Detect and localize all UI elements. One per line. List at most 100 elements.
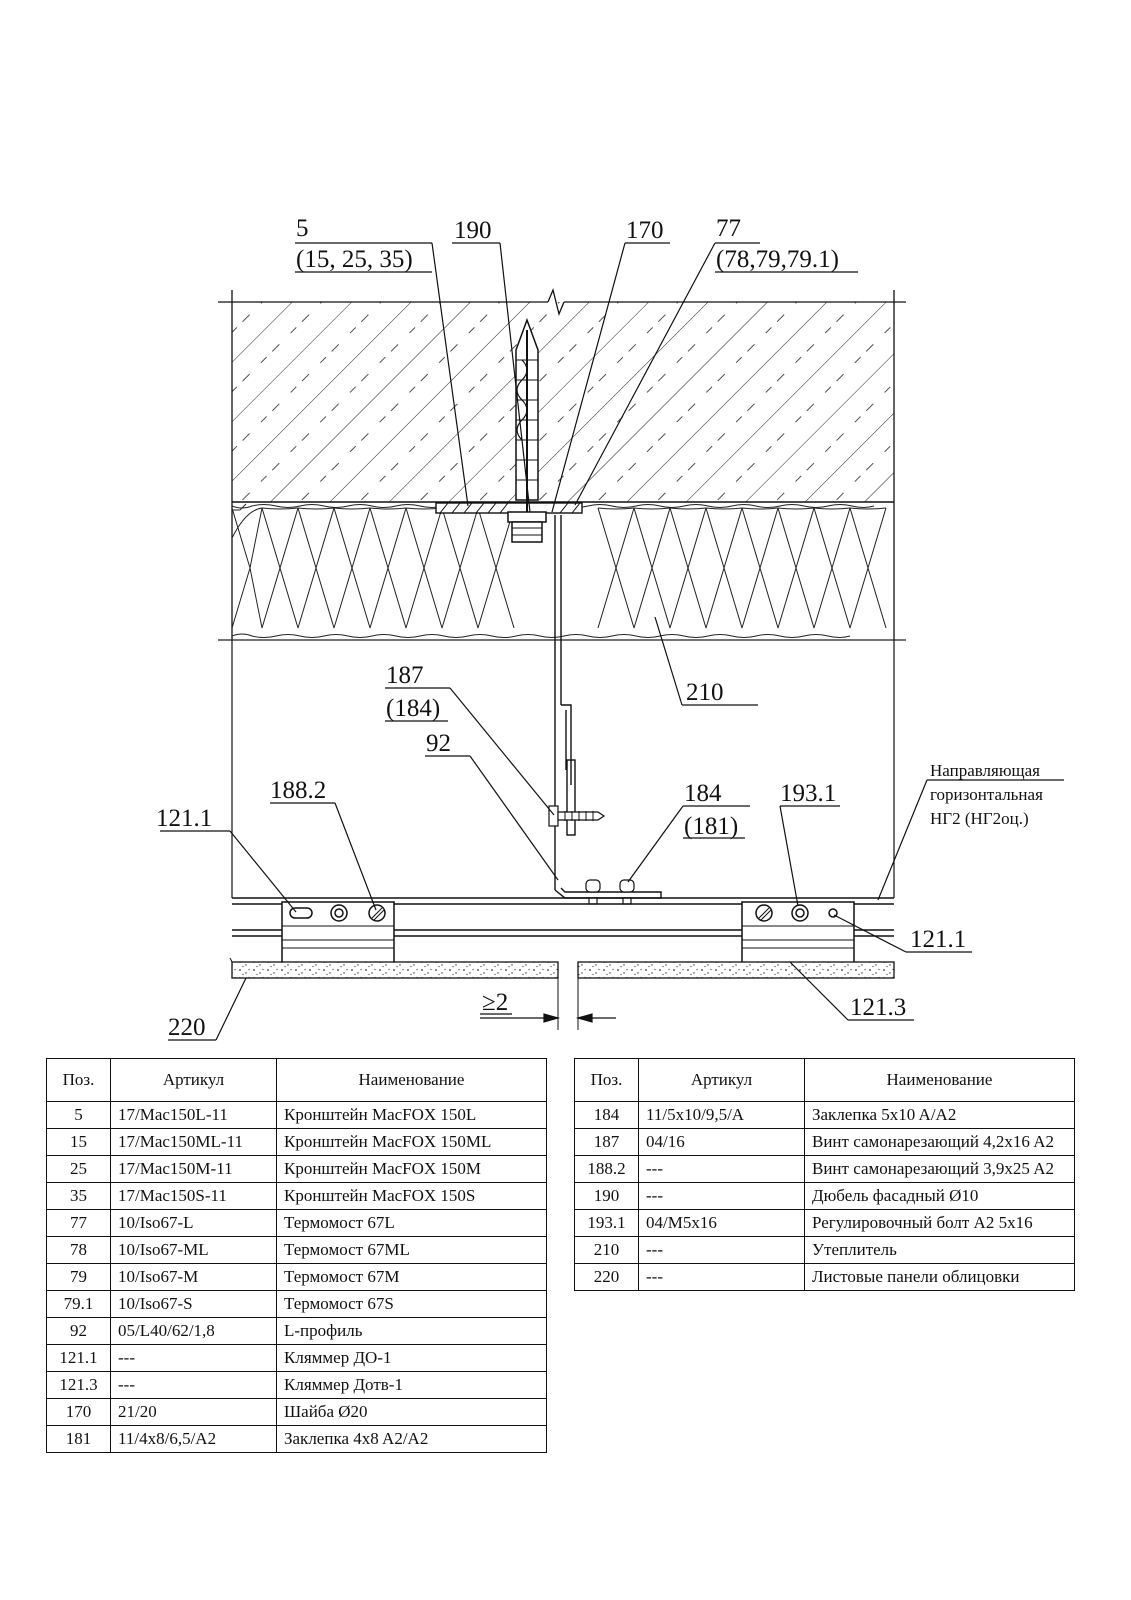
cell-pos: 121.3 [46,1371,111,1399]
callout-187-alternative: (184) [386,695,440,722]
cell-article: 17/Mac150L-11 [110,1101,277,1129]
table-header-row: Поз. Артикул Наименование [574,1058,1075,1102]
cell-pos: 170 [46,1398,111,1426]
table-row: 121.3---Кляммер Дотв-1 [46,1371,547,1399]
cell-name: Кляммер ДО-1 [276,1344,547,1372]
cell-name: Листовые панели облицовки [804,1263,1075,1291]
cell-pos: 190 [574,1182,639,1210]
cell-name: Термомост 67ML [276,1236,547,1264]
cell-pos: 187 [574,1128,639,1156]
table-header-row: Поз. Артикул Наименование [46,1058,547,1102]
cell-article: 04/M5x16 [638,1209,805,1237]
table-row: 210---Утеплитель [574,1236,1075,1264]
header-pos: Поз. [46,1058,111,1102]
table-row: 121.1---Кляммер ДО-1 [46,1344,547,1372]
callout-187: 187 [386,662,424,689]
gap-dimension [480,1013,616,1023]
callout-77-alternatives: (78,79,79.1) [716,246,839,273]
cell-pos: 15 [46,1128,111,1156]
cell-name: Заклепка 4x8 A2/A2 [276,1425,547,1453]
guide-note-line-2: горизонтальная [930,785,1043,804]
cell-pos: 35 [46,1182,111,1210]
callout-220: 220 [168,1014,206,1041]
header-article: Артикул [110,1058,277,1102]
cell-article: 04/16 [638,1128,805,1156]
header-pos: Поз. [574,1058,639,1102]
concrete-wall [218,287,906,640]
callout-121-1-left: 121.1 [156,805,212,832]
cell-article: 17/Mac150M-11 [110,1155,277,1183]
cell-article: --- [110,1371,277,1399]
cell-article: 17/Mac150S-11 [110,1182,277,1210]
cell-name: Термомост 67S [276,1290,547,1318]
callout-77: 77 [716,215,741,242]
cell-pos: 188.2 [574,1155,639,1183]
cell-article: --- [110,1344,277,1372]
table-row: 220---Листовые панели облицовки [574,1263,1075,1291]
callout-92: 92 [426,730,451,757]
table-row: 188.2---Винт самонарезающий 3,9x25 A2 [574,1155,1075,1183]
cell-article: --- [638,1155,805,1183]
callout-5-alternatives: (15, 25, 35) [296,246,413,273]
section-drawing: 5 (15, 25, 35) 190 170 77 (78,79,79.1) 2… [156,215,1064,1041]
callout-190: 190 [454,217,492,244]
guide-note-line-3: НГ2 (НГ2оц.) [930,809,1029,828]
cell-pos: 181 [46,1425,111,1453]
header-article: Артикул [638,1058,805,1102]
clamp-left [281,901,395,969]
cell-pos: 92 [46,1317,111,1345]
cell-name: Дюбель фасадный Ø10 [804,1182,1075,1210]
cell-article: 10/Iso67-ML [110,1236,277,1264]
gap-dimension-label: ≥2 [482,989,508,1016]
cell-pos: 77 [46,1209,111,1237]
callout-5: 5 [296,215,309,242]
callout-210: 210 [686,679,724,706]
cell-pos: 210 [574,1236,639,1264]
callout-170: 170 [626,217,664,244]
clamp-right [741,901,855,969]
cell-name: Винт самонарезающий 3,9x25 A2 [804,1155,1075,1183]
guide-note-line-1: Направляющая [930,761,1040,780]
cell-name: Заклепка 5x10 A/A2 [804,1101,1075,1129]
header-name: Наименование [276,1058,547,1102]
callout-193-1: 193.1 [780,780,836,807]
cell-pos: 79 [46,1263,111,1291]
cell-pos: 79.1 [46,1290,111,1318]
table-row: 190---Дюбель фасадный Ø10 [574,1182,1075,1210]
cell-name: Термомост 67M [276,1263,547,1291]
screw-187 [548,805,606,827]
cell-name: Кронштейн MacFOX 150ML [276,1128,547,1156]
callout-121-3: 121.3 [850,994,906,1021]
cell-article: 21/20 [110,1398,277,1426]
cell-article: 11/5x10/9,5/A [638,1101,805,1129]
cell-pos: 5 [46,1101,111,1129]
cell-pos: 184 [574,1101,639,1129]
cell-pos: 25 [46,1155,111,1183]
callout-184-alternative: (181) [684,813,738,840]
cell-name: Шайба Ø20 [276,1398,547,1426]
cell-name: Кляммер Дотв-1 [276,1371,547,1399]
cell-name: Термомост 67L [276,1209,547,1237]
cell-name: Утеплитель [804,1236,1075,1264]
cell-pos: 193.1 [574,1209,639,1237]
cell-name: L-профиль [276,1317,547,1345]
cell-article: 10/Iso67-L [110,1209,277,1237]
leader-lines [160,242,1064,1041]
insulation-layer [218,503,906,641]
facade-panels [229,957,895,1030]
callout-121-1-right: 121.1 [910,926,966,953]
cell-article: 11/4x8/6,5/A2 [110,1425,277,1453]
